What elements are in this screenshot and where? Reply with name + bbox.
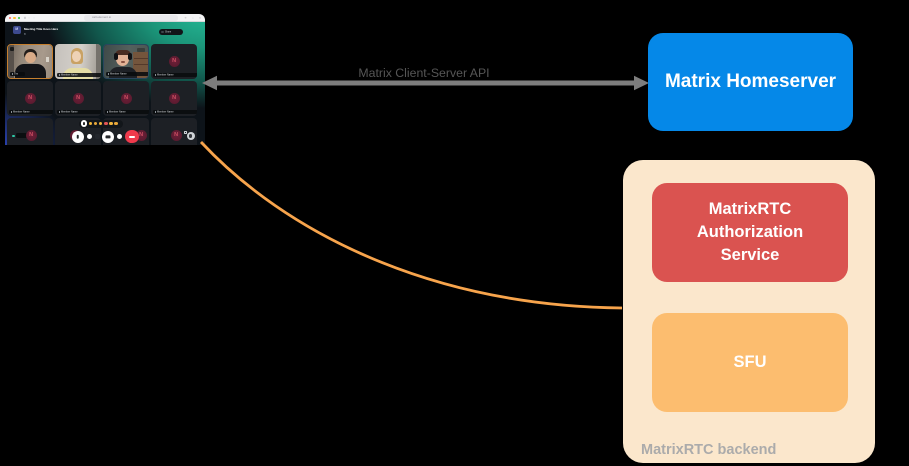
participant-count: 8 bbox=[24, 32, 26, 36]
mic-button[interactable] bbox=[71, 130, 84, 143]
screenshare-button[interactable] bbox=[94, 133, 101, 140]
video-tile-4[interactable]: N Member Name bbox=[151, 44, 197, 79]
client-server-api-label: Matrix Client-Server API bbox=[358, 65, 490, 80]
video-tile-person-3[interactable]: Member Name bbox=[103, 44, 149, 79]
video-tile-6[interactable]: N Member Name bbox=[55, 81, 101, 116]
element-call-window: ▣ ‹ › call.element.io ⊕ ⌂ ⧉ M Meeting Ti… bbox=[5, 14, 205, 145]
minimize-window-icon[interactable] bbox=[13, 16, 16, 20]
download-icon[interactable]: ⊕ bbox=[184, 16, 187, 20]
emoji-icon[interactable] bbox=[114, 122, 118, 126]
profile-icon[interactable]: ⌂ bbox=[192, 16, 194, 20]
arrowhead-right bbox=[634, 75, 649, 91]
backend-label: MatrixRTC backend bbox=[641, 441, 777, 458]
arrowhead-left bbox=[202, 75, 217, 91]
video-tile-5[interactable]: N Member Name bbox=[7, 81, 53, 116]
call-app: M Meeting Title Goes Here 8 Share Tim bbox=[5, 22, 205, 145]
browser-chrome: ▣ ‹ › call.element.io ⊕ ⌂ ⧉ bbox=[5, 14, 205, 22]
authorization-service-box: MatrixRTC Authorization Service bbox=[652, 183, 848, 282]
address-text: call.element.io bbox=[92, 16, 112, 20]
meeting-title: Meeting Title Goes Here bbox=[24, 27, 59, 31]
emoji-icon[interactable] bbox=[94, 122, 98, 126]
video-tile-8[interactable]: N Member Name bbox=[151, 81, 197, 116]
camera-button[interactable] bbox=[101, 130, 114, 143]
forward-icon[interactable]: › bbox=[33, 16, 35, 20]
matrixrtc-backend-container: MatrixRTC Authorization Service SFU Matr… bbox=[623, 160, 875, 463]
video-tile-person-2[interactable]: Member Name bbox=[55, 44, 101, 79]
tile-badge bbox=[9, 46, 14, 51]
emoji-icon[interactable] bbox=[89, 122, 93, 126]
video-tile-9[interactable]: N bbox=[7, 118, 53, 145]
close-window-icon[interactable] bbox=[8, 16, 12, 20]
reactions-bar[interactable] bbox=[79, 119, 123, 128]
hangup-button[interactable] bbox=[125, 129, 139, 144]
mic-options-button[interactable] bbox=[86, 134, 92, 139]
emoji-icon[interactable] bbox=[99, 122, 103, 126]
fullscreen-icon[interactable] bbox=[183, 131, 187, 134]
address-bar[interactable]: call.element.io bbox=[84, 15, 178, 21]
tile-menu-icon[interactable] bbox=[186, 132, 195, 140]
video-tile-7[interactable]: N Member Name bbox=[103, 81, 149, 116]
video-tile-person-1[interactable]: Tim bbox=[7, 44, 53, 79]
person-2-face bbox=[72, 50, 82, 62]
share-icon bbox=[161, 30, 164, 34]
person-3-face bbox=[116, 51, 129, 66]
person-1-face bbox=[25, 51, 36, 63]
tabs-icon[interactable]: ⧉ bbox=[199, 16, 202, 20]
share-button[interactable]: Share bbox=[159, 29, 183, 35]
sfu-box: SFU bbox=[652, 313, 848, 412]
sfu-connection-curve bbox=[199, 141, 623, 310]
camera-options-button[interactable] bbox=[116, 134, 122, 139]
emoji-icon[interactable] bbox=[109, 122, 113, 126]
emoji-icon[interactable] bbox=[104, 122, 108, 126]
video-tile-12[interactable]: N bbox=[151, 118, 197, 145]
room-avatar: M bbox=[13, 26, 21, 34]
raise-hand-icon[interactable] bbox=[80, 120, 88, 128]
back-icon[interactable]: ‹ bbox=[28, 16, 30, 20]
maximize-window-icon[interactable] bbox=[17, 16, 21, 20]
sidebar-icon[interactable]: ▣ bbox=[23, 16, 26, 20]
matrix-homeserver-box: Matrix Homeserver bbox=[648, 33, 853, 131]
